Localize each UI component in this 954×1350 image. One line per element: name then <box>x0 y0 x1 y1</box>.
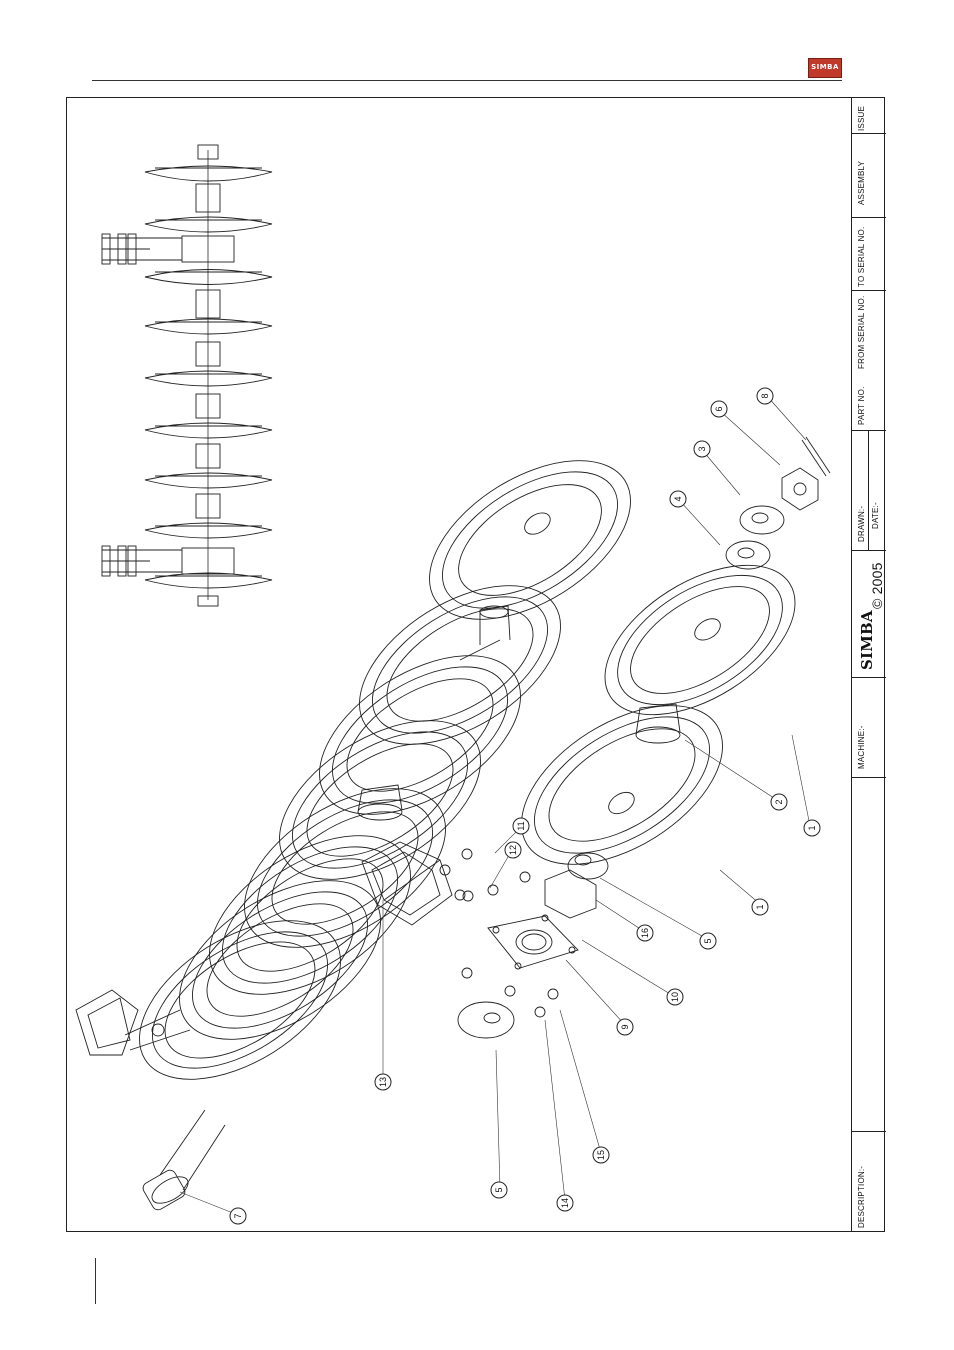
side-disc-1 <box>145 166 272 181</box>
side-disc-3 <box>145 270 272 285</box>
disc-d <box>217 756 473 980</box>
callout-number: 5 <box>494 1187 504 1192</box>
disc-c <box>182 803 438 1027</box>
side-disc-6 <box>145 423 272 438</box>
callout-number: 5 <box>703 938 713 943</box>
callout-1a: 1 <box>752 899 768 915</box>
bracket-centre <box>362 842 465 925</box>
callout-2: 2 <box>771 794 787 810</box>
leader-lines <box>180 396 810 1215</box>
callout-5b: 5 <box>491 1182 507 1198</box>
callout-number: 10 <box>670 992 680 1002</box>
callout-number: 7 <box>233 1213 243 1218</box>
callout-5a: 5 <box>700 933 716 949</box>
small-parts <box>458 437 830 1038</box>
disc-h <box>402 428 658 652</box>
callout-15: 15 <box>593 1147 609 1163</box>
callout-number: 11 <box>516 821 526 830</box>
disc-f <box>292 623 548 847</box>
side-bracket-bottom <box>102 546 234 576</box>
callout-8: 8 <box>757 388 773 404</box>
side-bracket-top <box>102 234 234 264</box>
callout-3: 3 <box>694 441 710 457</box>
callout-number: 14 <box>560 1198 570 1208</box>
callout-number: 15 <box>596 1150 606 1160</box>
callout-13: 13 <box>375 1074 391 1090</box>
callout-number: 13 <box>378 1077 388 1087</box>
callout-markers: 1 1 2 3 4 5 5 6 7 8 9 10 11 12 13 14 15 … <box>230 388 820 1224</box>
callout-number: 8 <box>760 393 770 398</box>
callout-12: 12 <box>505 842 521 858</box>
disc-a <box>112 888 368 1112</box>
bearing-housing <box>488 915 578 969</box>
callout-number: 1 <box>807 825 817 830</box>
callout-14: 14 <box>557 1195 573 1211</box>
bracket-left <box>76 990 190 1055</box>
callout-7: 7 <box>230 1208 246 1224</box>
side-disc-8 <box>145 523 272 538</box>
callout-6: 6 <box>711 401 727 417</box>
main-disc-stack <box>112 428 820 1112</box>
callout-1b: 1 <box>804 820 820 836</box>
side-disc-4 <box>145 319 272 334</box>
callout-11: 11 <box>513 818 529 834</box>
callout-number: 12 <box>508 845 518 855</box>
callout-number: 9 <box>620 1024 630 1029</box>
disc-i <box>494 673 750 897</box>
callout-number: 3 <box>697 446 707 451</box>
callout-number: 4 <box>673 496 683 501</box>
axle-shaft <box>141 1110 225 1212</box>
side-view-assembly <box>102 145 272 606</box>
callout-number: 1 <box>755 904 765 909</box>
disc-j <box>579 535 820 746</box>
callout-10: 10 <box>667 989 683 1005</box>
callout-9: 9 <box>617 1019 633 1035</box>
side-disc-2 <box>145 217 272 232</box>
side-disc-5 <box>145 371 272 386</box>
callout-number: 16 <box>640 928 650 938</box>
callout-4: 4 <box>670 491 686 507</box>
callout-number: 2 <box>774 799 784 804</box>
side-disc-9 <box>145 573 272 588</box>
side-disc-7 <box>145 473 272 488</box>
callout-16: 16 <box>637 925 653 941</box>
spacer-tubes <box>358 606 680 820</box>
callout-number: 6 <box>714 406 724 411</box>
